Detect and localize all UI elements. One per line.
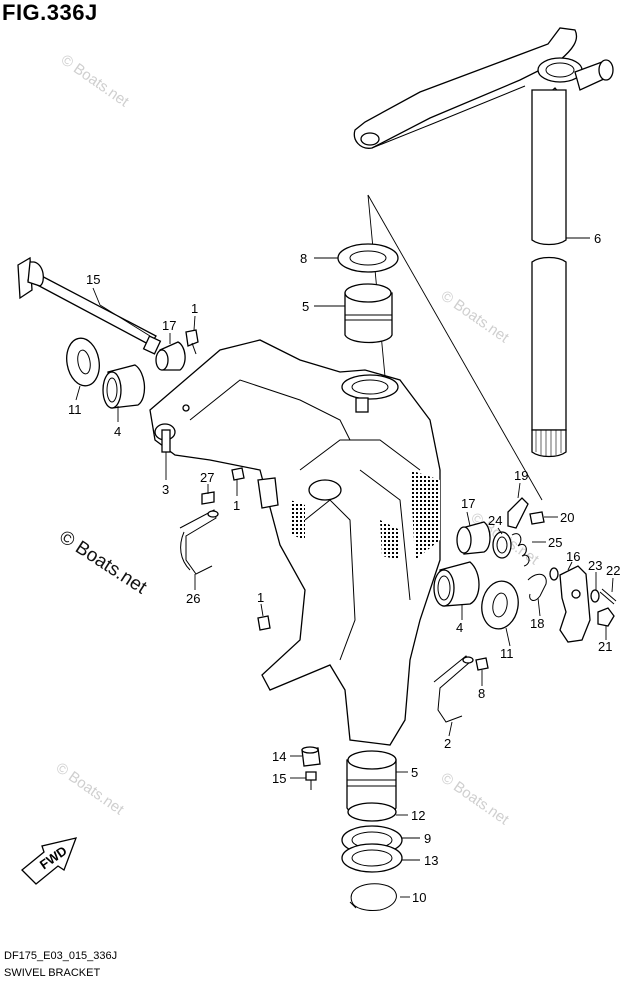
- washer-22: [590, 589, 600, 603]
- callout-labels: 6 8 5 15 1 17 11 4 3 27 1 26 1 17 24 25 …: [68, 231, 601, 606]
- watermark: © Boats.net: [53, 759, 128, 818]
- screw-27: [201, 491, 215, 505]
- callout-label: 11: [500, 646, 514, 661]
- screw-7: [475, 657, 489, 671]
- watermark: © Boats.net: [58, 51, 133, 110]
- callout-label: 10: [412, 890, 426, 905]
- swivel-bracket-body: [149, 339, 441, 746]
- watermark: © Boats.net: [438, 769, 513, 828]
- callout-label: 14: [272, 749, 286, 764]
- callout-label: 4: [114, 424, 121, 439]
- callout-label: 25: [548, 535, 562, 550]
- nut-21: [597, 607, 615, 627]
- washer-11-right: [481, 580, 519, 630]
- bushing-4-left: [102, 364, 146, 409]
- callout-label: 17: [461, 496, 475, 511]
- watermark-large: © Boats.net: [55, 527, 151, 599]
- bolt-20: [529, 511, 545, 525]
- snap-ring-10: [349, 883, 397, 911]
- pin-3: [161, 429, 171, 453]
- callout-label: 20: [560, 510, 574, 525]
- callout-label: 17: [162, 318, 176, 333]
- bushing-17-right: [456, 521, 491, 555]
- bolt-14: [305, 771, 317, 790]
- callout-label: 6: [594, 231, 601, 246]
- bolt-1-middle: [231, 467, 245, 481]
- lever-18: [527, 573, 547, 601]
- callout-label: 18: [530, 616, 544, 631]
- ground-wire-26: [179, 509, 219, 575]
- figure-title: FIG.336J: [2, 0, 98, 25]
- bushing-17-upper: [155, 341, 186, 371]
- washer-11-left: [66, 337, 100, 387]
- callout-label: 3: [162, 482, 169, 497]
- callout-label: 12: [411, 808, 425, 823]
- callout-label: 15: [86, 272, 100, 287]
- pin-23: [599, 588, 617, 605]
- o-ring-24: [492, 531, 512, 559]
- callout-label: 8: [300, 251, 307, 266]
- callout-label: 9: [424, 831, 431, 846]
- callout-label: 5: [302, 299, 309, 314]
- figure-name: SWIVEL BRACKET: [4, 967, 101, 979]
- callout-label: 26: [186, 591, 200, 606]
- steering-shaft: [531, 89, 567, 458]
- tilt-rod: [17, 256, 162, 355]
- callout-label: 1: [257, 590, 264, 605]
- callout-label: 1: [191, 301, 198, 316]
- bushing-5-top: [344, 283, 393, 344]
- callout-label: 16: [566, 549, 580, 564]
- leader-lines: [75, 237, 614, 898]
- callout-label: 27: [200, 470, 214, 485]
- watermark: © Boats.net: [438, 287, 513, 346]
- washer-9: [341, 843, 403, 873]
- callout-label: 24: [488, 513, 502, 528]
- callout-label: 2: [444, 736, 451, 751]
- callout-label: 4: [456, 620, 463, 635]
- plate-19: [507, 497, 529, 529]
- callout-label: 19: [514, 468, 528, 483]
- bolt-1-lower: [257, 615, 271, 631]
- callout-label: 8: [478, 686, 485, 701]
- callout-label: 13: [424, 853, 438, 868]
- bushing-5-lower: [346, 750, 397, 817]
- ground-wire-2: [433, 655, 474, 723]
- steering-arm: [353, 27, 614, 149]
- callout-label: 15: [272, 771, 286, 786]
- seal-12: [347, 802, 397, 822]
- bolt-1-upper: [185, 329, 199, 355]
- callout-label: 1: [233, 498, 240, 513]
- callout-label: 22: [606, 563, 620, 578]
- cap-13: [301, 746, 321, 767]
- bracket-16: [549, 565, 591, 643]
- fwd-arrow: FWD: [21, 837, 78, 885]
- callout-label: 21: [598, 639, 612, 654]
- figure-model-code: DF175_E03_015_336J: [4, 950, 118, 962]
- bushing-4-right: [433, 561, 480, 607]
- callout-label: 23: [588, 558, 602, 573]
- washer-8-top: [337, 243, 399, 273]
- callout-label: 5: [411, 765, 418, 780]
- callout-label: 11: [68, 402, 82, 417]
- callout-labels-right: 16 23 22 21 18 4 11 8 2 14 16 15: [272, 549, 620, 764]
- spring-25: [511, 533, 530, 567]
